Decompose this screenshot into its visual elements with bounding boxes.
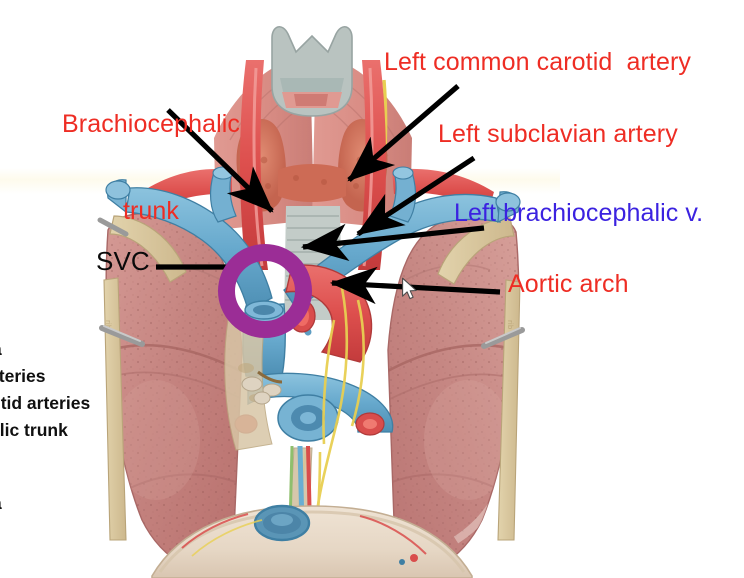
label-aortic-arch: Aortic arch <box>508 270 629 298</box>
label-brachiocephalic-trunk-line2: trunk <box>122 197 180 225</box>
cropped-line-1: a <box>0 336 90 363</box>
cropped-label-list: a rteries otid arteries alic trunk a <box>0 336 91 513</box>
cropped-line-4: alic trunk <box>0 420 68 440</box>
svg-text:rib: rib <box>506 320 514 330</box>
cropped-line-2: rteries <box>0 366 46 386</box>
cropped-line-3: otid arteries <box>0 393 91 413</box>
label-brachiocephalic-trunk-line1: Brachiocephalic <box>62 110 240 138</box>
mouse-cursor <box>402 277 417 300</box>
label-left-brachiocephalic-vein: Left brachiocephalic v. <box>454 199 704 227</box>
label-brachiocephalic-trunk: Brachiocephalic trunk <box>36 52 266 284</box>
svg-text:rib: rib <box>104 320 112 330</box>
label-left-common-carotid-artery: Left common carotid artery <box>384 48 691 76</box>
label-svc: SVC <box>96 246 150 276</box>
cropped-line-5: a <box>0 490 2 517</box>
label-left-subclavian-artery: Left subclavian artery <box>438 120 678 148</box>
